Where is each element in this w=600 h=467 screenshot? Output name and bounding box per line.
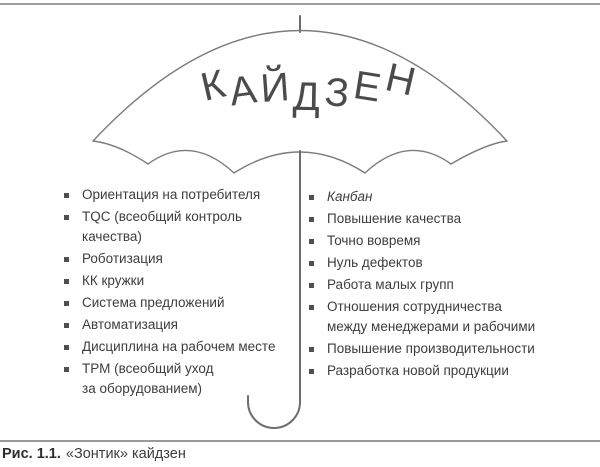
bullet-square-icon	[309, 305, 314, 310]
bullet-square-icon	[64, 301, 69, 306]
figure-caption: Рис. 1.1.«Зонтик» кайдзен	[2, 446, 186, 462]
list-item-label: ТРМ (всеобщий уход за оборудованием)	[82, 361, 214, 396]
list-item: КК кружки	[64, 271, 298, 291]
list-item: ТРМ (всеобщий уход за оборудованием)	[64, 359, 298, 399]
list-item: Дисциплина на рабочем месте	[64, 337, 298, 357]
list-item: Отношения сотрудничества между менеджера…	[309, 297, 577, 337]
caption-text: «Зонтик» кайдзен	[65, 446, 186, 462]
bullet-square-icon	[309, 217, 314, 222]
bullet-square-icon	[64, 323, 69, 328]
bullet-square-icon	[309, 283, 314, 288]
bullet-square-icon	[309, 239, 314, 244]
list-item: TQC (всеобщий контроль качества)	[64, 207, 298, 247]
list-item: Роботизация	[64, 249, 298, 269]
list-item-label: Нуль дефектов	[327, 255, 423, 270]
list-item-label: Работа малых групп	[327, 277, 454, 292]
list-item-label: Роботизация	[82, 251, 163, 266]
list-item: Канбан	[309, 187, 577, 207]
list-item: Работа малых групп	[309, 275, 577, 295]
list-item-label: Автоматизация	[82, 317, 178, 332]
list-item-label: КК кружки	[82, 273, 145, 288]
umbrella-letter: Н	[381, 55, 420, 105]
bullet-square-icon	[309, 261, 314, 266]
bullet-square-icon	[309, 369, 314, 374]
umbrella-letter: А	[226, 67, 260, 115]
umbrella-letter: Д	[292, 74, 321, 120]
list-item: Система предложений	[64, 293, 298, 313]
list-item: Повышение качества	[309, 209, 577, 229]
bullet-square-icon	[64, 257, 69, 262]
umbrella-letter: Й	[258, 65, 291, 111]
umbrella-letter: Е	[350, 63, 384, 111]
bullet-square-icon	[309, 195, 314, 200]
list-item: Нуль дефектов	[309, 253, 577, 273]
bullet-square-icon	[64, 279, 69, 284]
umbrella-letter: К	[196, 61, 230, 110]
list-item: Автоматизация	[64, 315, 298, 335]
bullet-square-icon	[64, 215, 69, 220]
list-item-label: Канбан	[327, 189, 373, 204]
list-item-label: Точно вовремя	[327, 233, 421, 248]
umbrella-letter: З	[322, 69, 351, 116]
bullet-square-icon	[64, 367, 69, 372]
top-rule	[0, 3, 600, 5]
list-item: Ориентация на потребителя	[64, 185, 298, 205]
caption-number: Рис. 1.1.	[2, 446, 61, 462]
list-item-label: Ориентация на потребителя	[82, 187, 261, 202]
list-item: Точно вовремя	[309, 231, 577, 251]
caption-rule	[0, 440, 600, 442]
bullet-square-icon	[309, 347, 314, 352]
bullet-square-icon	[64, 345, 69, 350]
list-item-label: Система предложений	[82, 295, 225, 310]
umbrella-scallop-edge	[92, 140, 508, 174]
bullet-square-icon	[64, 193, 69, 198]
list-item: Повышение производительности	[309, 339, 577, 359]
list-item-label: Разработка новой продукции	[327, 363, 509, 378]
list-item: Разработка новой продукции	[309, 361, 577, 381]
list-item-label: Повышение качества	[327, 211, 462, 226]
list-item-label: Отношения сотрудничества между менеджера…	[327, 299, 536, 334]
list-item-label: Повышение производительности	[327, 341, 535, 356]
list-item-label: TQC (всеобщий контроль качества)	[82, 209, 243, 244]
list-item-label: Дисциплина на рабочем месте	[82, 339, 276, 354]
